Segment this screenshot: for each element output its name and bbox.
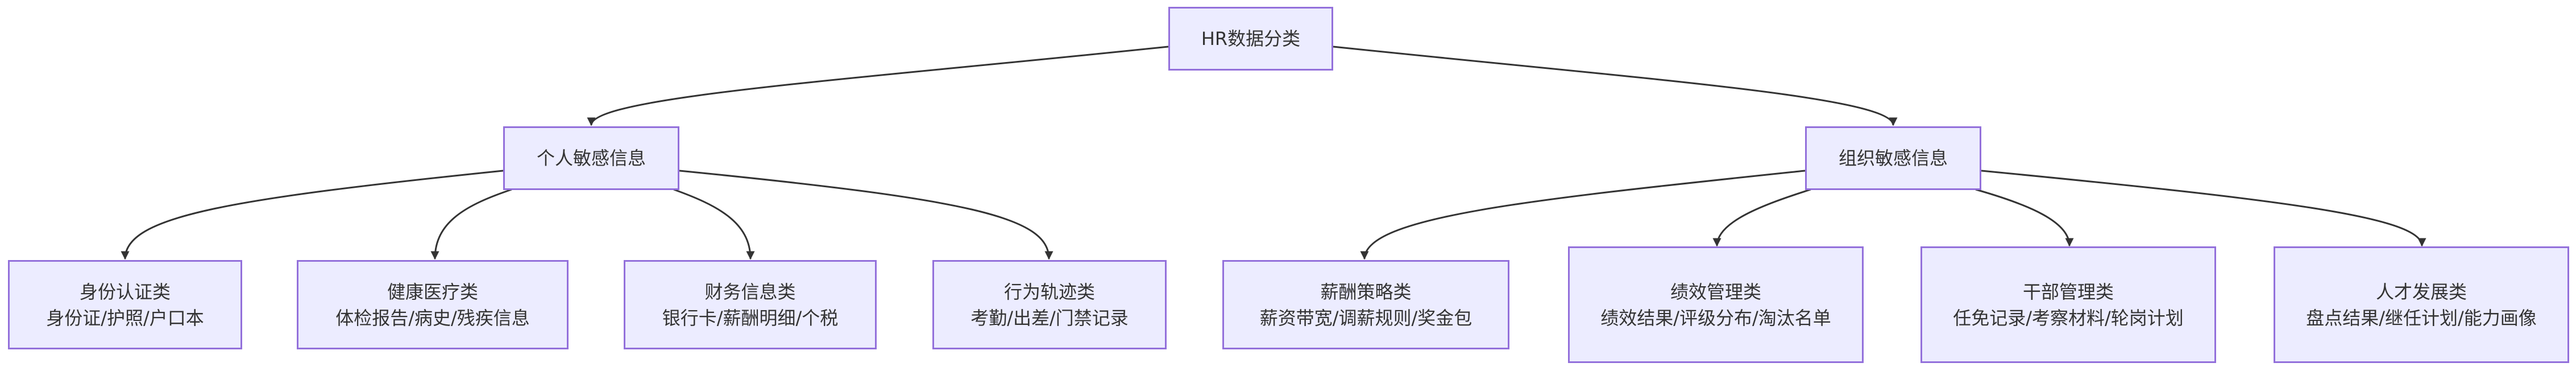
node-title: 组织敏感信息 [1838,147,1948,169]
edge-org-talent [1981,170,2426,247]
edge-org-performance [1712,188,1811,247]
node-cadre: 干部管理类 任免记录/考察材料/轮岗计划 [1920,246,2216,363]
node-title: 个人敏感信息 [536,147,646,169]
node-desc: 银行卡/薪酬明细/个税 [662,307,839,329]
node-desc: 盘点结果/继任计划/能力画像 [2306,307,2537,329]
node-title: 绩效管理类 [1670,281,1761,303]
node-salary: 薪酬策略类 薪资带宽/调薪规则/奖金包 [1222,260,1509,349]
node-title: 薪酬策略类 [1320,281,1412,303]
node-title: 行为轨迹类 [1003,281,1095,303]
node-desc: 薪资带宽/调薪规则/奖金包 [1259,307,1472,329]
node-root: HR数据分类 [1168,7,1333,71]
edge-personal-health [430,188,512,260]
edge-org-salary [1360,170,1806,260]
node-desc: 身份证/护照/户口本 [46,307,204,329]
node-title: 财务信息类 [704,281,796,303]
node-performance: 绩效管理类 绩效结果/评级分布/淘汰名单 [1568,246,1864,363]
edge-org-cadre [1975,188,2074,247]
node-desc: 考勤/出差/门禁记录 [970,307,1129,329]
node-identity: 身份认证类 身份证/护照/户口本 [8,260,242,349]
node-desc: 绩效结果/评级分布/淘汰名单 [1600,307,1831,329]
edge-personal-behavior [679,170,1053,260]
edge-root-personal [587,46,1169,126]
node-title: 干部管理类 [2022,281,2114,303]
edge-personal-finance [673,188,755,260]
node-talent: 人才发展类 盘点结果/继任计划/能力画像 [2274,246,2569,363]
node-title: 健康医疗类 [387,281,478,303]
node-org: 组织敏感信息 [1805,126,1981,190]
edge-personal-identity [121,170,504,260]
node-personal: 个人敏感信息 [503,126,679,190]
node-finance: 财务信息类 银行卡/薪酬明细/个税 [624,260,877,349]
node-title: 身份认证类 [79,281,171,303]
node-title: HR数据分类 [1201,28,1301,50]
node-desc: 任免记录/考察材料/轮岗计划 [1953,307,2184,329]
edge-root-org [1333,46,1898,126]
node-health: 健康医疗类 体检报告/病史/残疾信息 [297,260,569,349]
node-desc: 体检报告/病史/残疾信息 [335,307,530,329]
node-behavior: 行为轨迹类 考勤/出差/门禁记录 [932,260,1167,349]
node-title: 人才发展类 [2375,281,2467,303]
